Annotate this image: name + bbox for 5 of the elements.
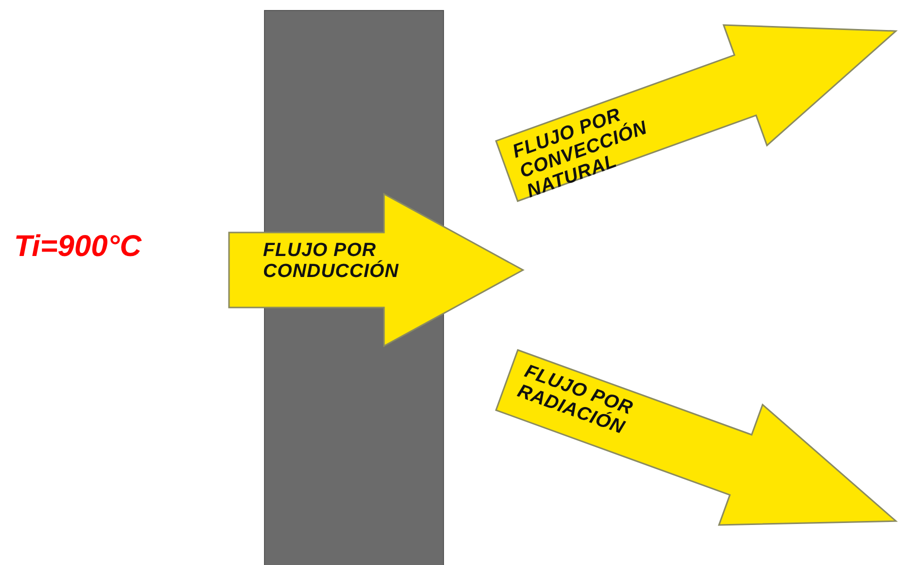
block-arrow	[496, 350, 896, 525]
block-arrow	[229, 194, 523, 346]
temperature-label: Ti=900°C	[14, 230, 142, 264]
block-arrow	[496, 24, 896, 202]
arrow-label: FLUJO POR CONDUCCIÓN	[263, 240, 400, 282]
